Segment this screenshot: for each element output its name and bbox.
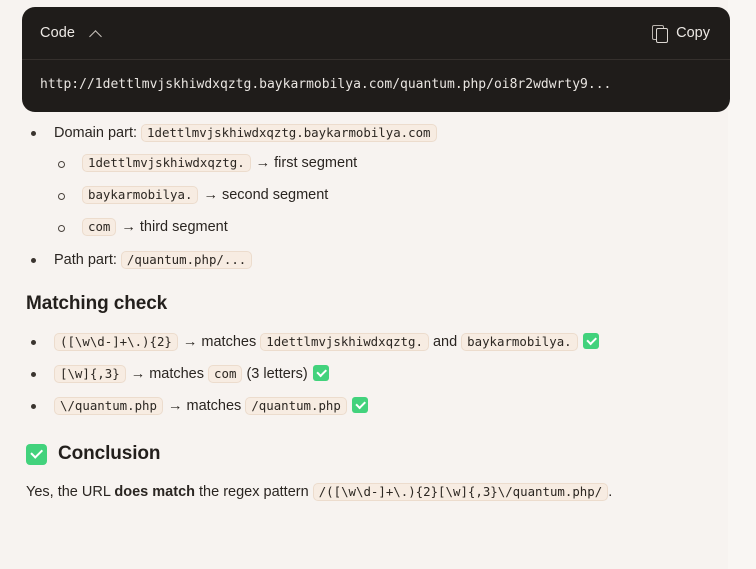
arrow-icon: → [203, 187, 218, 203]
copy-icon [652, 24, 668, 43]
answer-content: Domain part: 1dettlmvjskhiwdxqztg.baykar… [0, 122, 756, 503]
conclusion-text-before: Yes, the URL [26, 484, 111, 500]
path-part-value: /quantum.php/... [120, 251, 253, 270]
arrow-icon: → [130, 366, 146, 382]
match-tld-pattern: [\w]{,3} [54, 365, 126, 384]
match-domain-verb: matches [201, 334, 257, 350]
match-path-verb: matches [186, 398, 242, 414]
conclusion-text: Yes, the URL does match the regex patter… [26, 481, 732, 503]
match-tld-note: (3 letters) [246, 366, 308, 382]
segment-second-text: second segment [221, 187, 329, 203]
match-path-value: /quantum.php [245, 397, 347, 416]
arrow-icon: → [121, 219, 136, 235]
url-breakdown-list: Domain part: 1dettlmvjskhiwdxqztg.baykar… [26, 122, 732, 271]
list-item-match-tld: [\w]{,3}→matches com (3 letters) [26, 363, 732, 385]
code-block-header: Code Copy [22, 7, 730, 60]
list-item-path-part: Path part: /quantum.php/... [26, 249, 732, 271]
segment-third-text: third segment [139, 219, 228, 235]
arrow-icon: → [167, 398, 183, 414]
check-badge-icon [26, 443, 47, 465]
conclusion-emphasis: does match [114, 484, 195, 500]
arrow-icon: → [182, 334, 198, 350]
path-part-label: Path part: [54, 252, 117, 268]
match-domain-value-b: baykarmobilya. [461, 333, 578, 352]
list-item-segment-first: 1dettlmvjskhiwdxqztg.→first segment [54, 153, 732, 174]
segment-first-text: first segment [274, 155, 358, 171]
copy-button[interactable]: Copy [650, 23, 712, 44]
match-path-pattern: \/quantum.php [54, 397, 163, 416]
check-badge-icon [582, 333, 599, 349]
match-domain-value-a: 1dettlmvjskhiwdxqztg. [260, 333, 429, 352]
segment-first-code: 1dettlmvjskhiwdxqztg. [82, 154, 251, 173]
segment-second-code: baykarmobilya. [82, 186, 199, 205]
domain-segment-list: 1dettlmvjskhiwdxqztg.→first segment bayk… [54, 153, 732, 238]
check-badge-icon [312, 365, 329, 381]
conclusion-text-after: . [608, 484, 613, 500]
list-item-match-path: \/quantum.php→matches /quantum.php [26, 395, 732, 417]
code-language-label: Code [40, 25, 76, 41]
code-content: http://1dettlmvjskhiwdxqztg.baykarmobily… [40, 77, 612, 92]
domain-part-label: Domain part: [54, 125, 138, 141]
conclusion-header: Conclusion [26, 443, 732, 465]
chevron-up-icon[interactable] [89, 29, 103, 38]
match-tld-value: com [208, 365, 243, 384]
code-block-header-left: Code [40, 25, 103, 41]
domain-part-value: 1dettlmvjskhiwdxqztg.baykarmobilya.com [141, 124, 437, 143]
conclusion-text-middle: the regex pattern [199, 484, 309, 500]
segment-third-code: com [82, 218, 117, 237]
match-domain-conjunction: and [432, 334, 458, 350]
matching-check-title: Matching check [26, 293, 168, 314]
copy-button-label: Copy [676, 25, 710, 41]
list-item-match-domain: ([\w\d-]+\.){2}→matches 1dettlmvjskhiwdx… [26, 331, 732, 353]
code-block: Code Copy http://1dettlmvjskhiwdxqztg.ba… [22, 7, 730, 112]
list-item-domain-part: Domain part: 1dettlmvjskhiwdxqztg.baykar… [26, 122, 732, 238]
conclusion-title: Conclusion [58, 443, 161, 464]
code-block-body[interactable]: http://1dettlmvjskhiwdxqztg.baykarmobily… [22, 60, 730, 112]
match-tld-verb: matches [149, 366, 204, 382]
match-domain-pattern: ([\w\d-]+\.){2} [54, 333, 178, 352]
check-badge-icon [351, 397, 368, 413]
list-item-segment-third: com→third segment [54, 217, 732, 238]
list-item-segment-second: baykarmobilya.→second segment [54, 185, 732, 206]
arrow-icon: → [255, 155, 271, 171]
conclusion-pattern: /([\w\d-]+\.){2}[\w]{,3}\/quantum.php/ [312, 483, 609, 502]
matching-check-list: ([\w\d-]+\.){2}→matches 1dettlmvjskhiwdx… [26, 331, 732, 417]
